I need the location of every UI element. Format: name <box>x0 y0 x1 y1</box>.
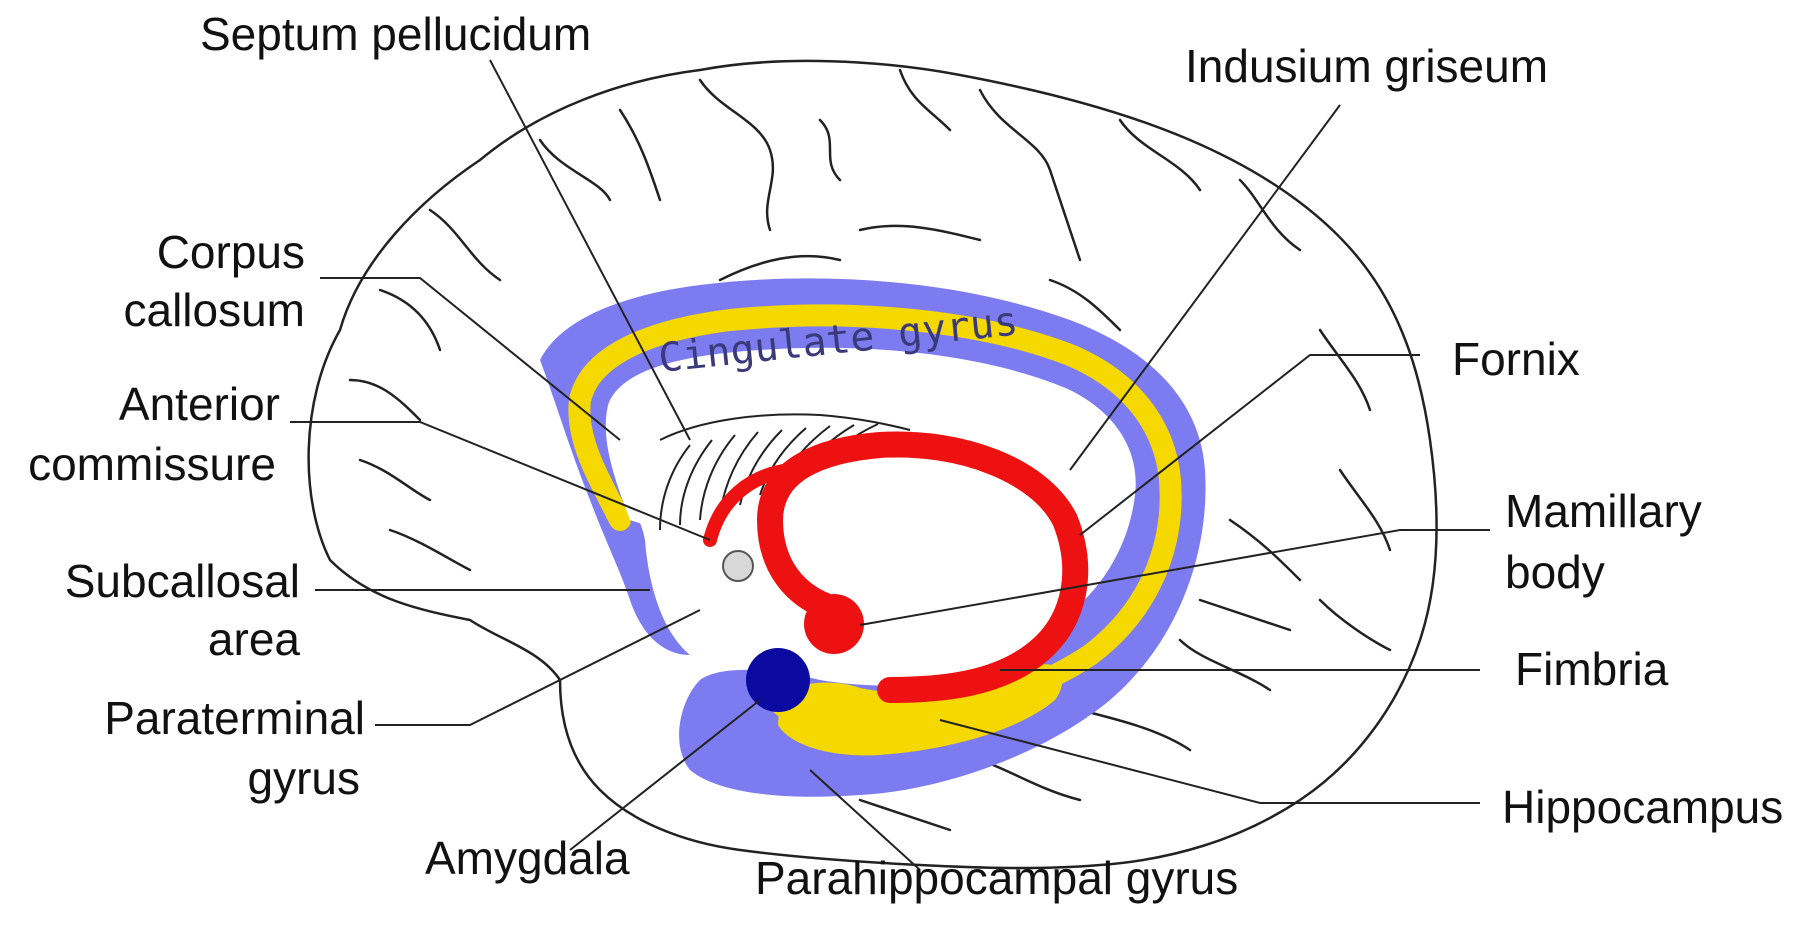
label-anterior-commissure-line2: commissure <box>28 438 276 490</box>
label-paraterminal-gyrus-line1: Paraterminal <box>104 692 365 744</box>
label-anterior-commissure-line1: Anterior <box>119 378 280 430</box>
label-amygdala: Amygdala <box>425 832 630 884</box>
label-fimbria: Fimbria <box>1515 643 1669 695</box>
label-hippocampus: Hippocampus <box>1502 781 1783 833</box>
label-paraterminal-gyrus-line2: gyrus <box>248 752 360 804</box>
label-corpus-callosum-line1: Corpus <box>157 226 305 278</box>
label-septum-pellucidum: Septum pellucidum <box>200 8 591 60</box>
label-subcallosal-area-line2: area <box>208 613 300 665</box>
label-mamillary-body-line1: Mamillary <box>1505 485 1702 537</box>
label-parahippocampal-gyrus: Parahippocampal gyrus <box>755 852 1238 904</box>
label-indusium-griseum: Indusium griseum <box>1185 40 1548 92</box>
label-corpus-callosum-line2: callosum <box>123 284 305 336</box>
label-mamillary-body-line2: body <box>1505 546 1605 598</box>
label-subcallosal-area-line1: Subcallosal <box>65 555 300 607</box>
mamillary-body <box>804 594 864 654</box>
label-fornix: Fornix <box>1452 333 1580 385</box>
anterior-commissure <box>723 551 753 581</box>
